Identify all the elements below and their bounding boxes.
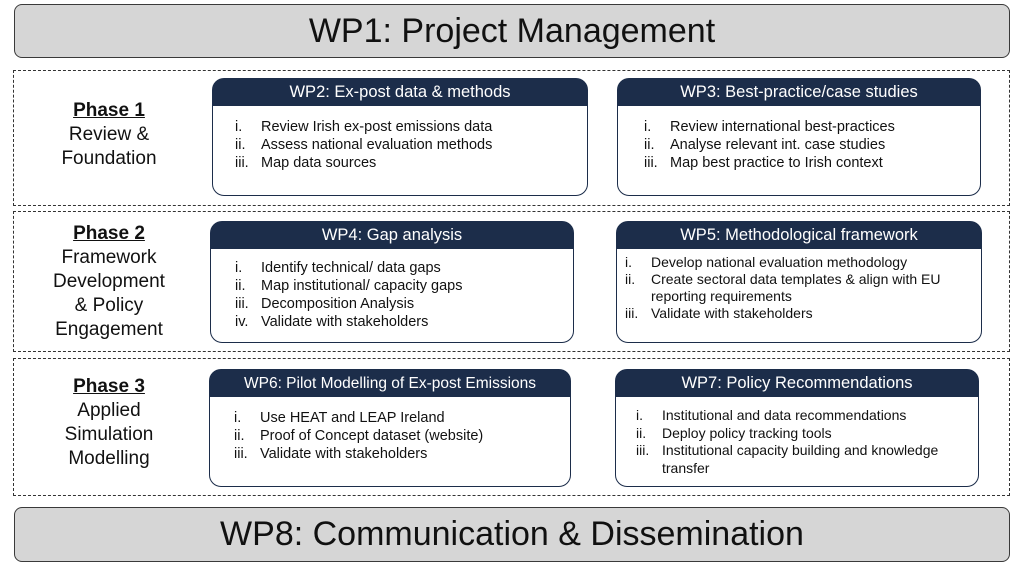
item-number: iii. bbox=[625, 305, 639, 321]
list-item: ii. Create sectoral data templates & alig… bbox=[625, 271, 977, 305]
item-number: iv. bbox=[235, 314, 249, 330]
phase-2-area: Phase 2 Framework Development & Policy E… bbox=[13, 211, 1010, 352]
list-item: i. Review Irish ex-post emissions data bbox=[235, 118, 579, 136]
item-number: ii. bbox=[636, 424, 647, 441]
item-number: i. bbox=[234, 410, 242, 426]
wp5-task-list: i. Develop national evaluation methodolog… bbox=[617, 249, 981, 322]
wp7-task-list: i. Institutional and data recommendations… bbox=[616, 397, 978, 477]
list-item: iii. Institutional capacity building and … bbox=[636, 442, 974, 477]
phase-2-title: Phase 2 bbox=[73, 223, 145, 244]
list-item: ii. Assess national evaluation methods bbox=[235, 136, 579, 154]
wp8-communication-bar: WP8: Communication & Dissemination bbox=[14, 507, 1010, 562]
list-item: iv. Validate with stakeholders bbox=[235, 313, 567, 331]
phase-3-title: Phase 3 bbox=[73, 376, 145, 397]
item-number: ii. bbox=[234, 428, 245, 444]
wp2-task-list: i. Review Irish ex-post emissions data ii… bbox=[213, 106, 587, 172]
list-item: ii. Analyse relevant int. case studies bbox=[644, 136, 974, 154]
item-text: Identify technical/ data gaps bbox=[261, 260, 441, 276]
item-text: Decomposition Analysis bbox=[261, 296, 415, 312]
wp6-task-list: i. Use HEAT and LEAP Ireland ii. Proof of … bbox=[210, 397, 570, 463]
wp1-project-management-bar: WP1: Project Management bbox=[14, 4, 1010, 58]
wp7-header: WP7: Policy Recommendations bbox=[616, 370, 978, 397]
item-text: Proof of Concept dataset (website) bbox=[260, 428, 484, 444]
item-text: Validate with stakeholders bbox=[651, 305, 813, 321]
item-number: iii. bbox=[644, 155, 658, 171]
list-item: iii. Validate with stakeholders bbox=[234, 445, 564, 463]
item-text: Assess national evaluation methods bbox=[261, 137, 493, 153]
item-number: ii. bbox=[235, 278, 246, 294]
list-item: iii. Map best practice to Irish context bbox=[644, 154, 974, 172]
item-number: i. bbox=[235, 260, 243, 276]
phase-1-description: Review & Foundation bbox=[61, 124, 157, 169]
item-number: ii. bbox=[644, 137, 655, 153]
item-text: Validate with stakeholders bbox=[261, 314, 429, 330]
phase-1-title: Phase 1 bbox=[73, 100, 145, 121]
item-text: Use HEAT and LEAP Ireland bbox=[260, 410, 445, 426]
wp3-card: WP3: Best-practice/case studies i. Review… bbox=[617, 78, 981, 196]
item-text: Map institutional/ capacity gaps bbox=[261, 278, 463, 294]
list-item: ii. Deploy policy tracking tools bbox=[636, 425, 974, 443]
item-number: i. bbox=[644, 119, 652, 135]
item-text: Validate with stakeholders bbox=[260, 446, 428, 462]
wp7-card: WP7: Policy Recommendations i. Institutio… bbox=[615, 369, 979, 487]
item-text: Develop national evaluation methodology bbox=[651, 254, 908, 270]
item-text: Deploy policy tracking tools bbox=[662, 424, 832, 441]
list-item: iii. Validate with stakeholders bbox=[625, 305, 977, 322]
phase-2-label: Phase 2 Framework Development & Policy E… bbox=[14, 222, 204, 342]
wp8-label: WP8: Communication & Dissemination bbox=[220, 515, 804, 553]
phase-3-description: Applied Simulation Modelling bbox=[64, 400, 154, 469]
list-item: iii. Map data sources bbox=[235, 154, 579, 172]
item-text: Map best practice to Irish context bbox=[670, 155, 883, 171]
wp3-header: WP3: Best-practice/case studies bbox=[618, 79, 980, 106]
list-item: ii. Proof of Concept dataset (website) bbox=[234, 427, 564, 445]
item-text: Map data sources bbox=[261, 155, 377, 171]
item-number: iii. bbox=[234, 446, 248, 462]
wp4-card: WP4: Gap analysis i. Identify technical/ … bbox=[210, 221, 574, 343]
item-number: i. bbox=[235, 119, 243, 135]
phase-3-label: Phase 3 Applied Simulation Modelling bbox=[14, 375, 204, 471]
item-number: iii. bbox=[235, 296, 249, 312]
list-item: i. Institutional and data recommendations bbox=[636, 407, 974, 425]
list-item: i. Use HEAT and LEAP Ireland bbox=[234, 409, 564, 427]
phase-3-area: Phase 3 Applied Simulation Modelling WP6… bbox=[13, 358, 1010, 496]
item-number: iii. bbox=[235, 155, 249, 171]
list-item: i. Develop national evaluation methodolog… bbox=[625, 254, 977, 271]
wp1-label: WP1: Project Management bbox=[308, 11, 716, 50]
wp4-header: WP4: Gap analysis bbox=[211, 222, 573, 249]
wp6-header: WP6: Pilot Modelling of Ex-post Emission… bbox=[210, 370, 570, 397]
list-item: ii. Map institutional/ capacity gaps bbox=[235, 277, 567, 295]
phase-1-area: Phase 1 Review & Foundation WP2: Ex-post… bbox=[13, 70, 1010, 206]
wp3-task-list: i. Review international best-practices ii… bbox=[618, 106, 980, 172]
wp2-header: WP2: Ex-post data & methods bbox=[213, 79, 587, 106]
phase-2-description: Framework Development & Policy Engagemen… bbox=[53, 247, 165, 340]
wp2-card: WP2: Ex-post data & methods i. Review Iri… bbox=[212, 78, 588, 196]
wp5-card: WP5: Methodological framework i. Develop … bbox=[616, 221, 982, 343]
list-item: i. Identify technical/ data gaps bbox=[235, 259, 567, 277]
list-item: i. Review international best-practices bbox=[644, 118, 974, 136]
item-number: i. bbox=[625, 254, 632, 270]
item-text: Analyse relevant int. case studies bbox=[670, 137, 886, 153]
item-text: Create sectoral data templates & align w… bbox=[651, 271, 941, 304]
item-number: iii. bbox=[636, 442, 650, 458]
item-text: Institutional and data recommendations bbox=[662, 407, 907, 423]
item-number: ii. bbox=[235, 137, 246, 153]
phase-1-label: Phase 1 Review & Foundation bbox=[14, 99, 204, 171]
list-item: iii. Decomposition Analysis bbox=[235, 295, 567, 313]
item-text: Institutional capacity building and know… bbox=[662, 442, 939, 476]
wp4-task-list: i. Identify technical/ data gaps ii. Map i… bbox=[211, 249, 573, 331]
wp6-card: WP6: Pilot Modelling of Ex-post Emission… bbox=[209, 369, 571, 487]
item-text: Review international best-practices bbox=[670, 119, 895, 135]
wp5-header: WP5: Methodological framework bbox=[617, 222, 981, 249]
item-text: Review Irish ex-post emissions data bbox=[261, 119, 493, 135]
item-number: i. bbox=[636, 407, 643, 423]
item-number: ii. bbox=[625, 271, 636, 287]
